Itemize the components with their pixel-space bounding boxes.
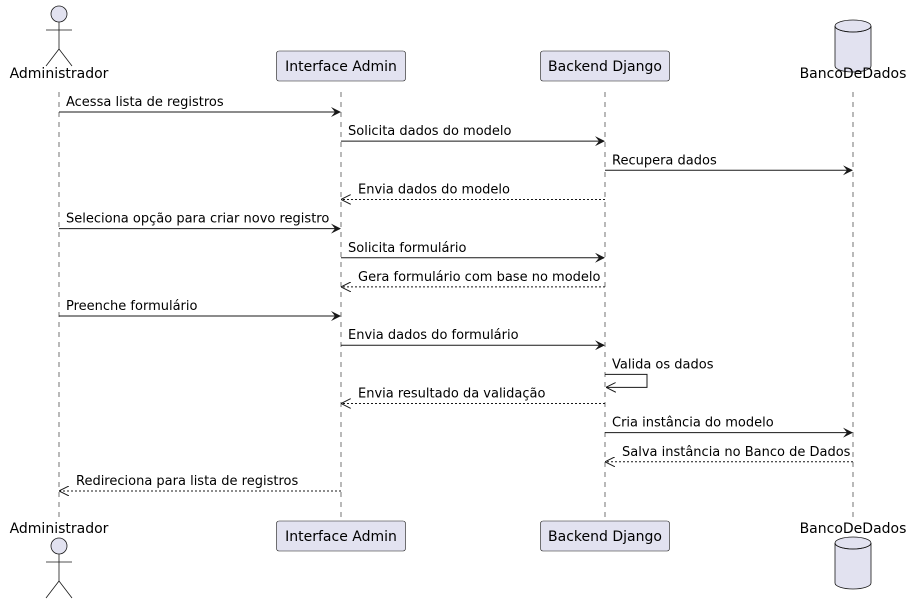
message-5: Seleciona opção para criar novo registro — [59, 212, 341, 234]
message-label: Envia resultado da validação — [358, 387, 546, 402]
participant-label: Backend Django — [548, 59, 662, 75]
message-label: Cria instância do modelo — [612, 416, 774, 431]
message-14: Redireciona para lista de registros — [60, 474, 341, 491]
message-label: Salva instância no Banco de Dados — [622, 445, 851, 460]
participant-interface-admin-bottom: Interface Admin — [276, 520, 406, 552]
message-label: Envia dados do modelo — [358, 182, 510, 197]
participant-backend-django-top: Backend Django — [540, 50, 670, 82]
message-label: Redireciona para lista de registros — [76, 474, 298, 489]
participant-box — [276, 50, 406, 82]
message-label: Envia dados do formulário — [348, 328, 519, 343]
participant-label: Administrador — [10, 66, 109, 82]
actor-icon — [45, 5, 73, 67]
participant-backend-django-bottom: Backend Django — [540, 520, 670, 552]
message-6: Solicita formulário — [341, 241, 605, 263]
actor-icon — [45, 537, 73, 599]
participant-label: Interface Admin — [285, 529, 397, 545]
participant-bancodedados-bottom: BancoDeDados — [800, 521, 907, 590]
participant-label: Backend Django — [548, 529, 662, 545]
message-7: Gera formulário com base no modelo — [342, 270, 605, 287]
participant-administrador-bottom: Administrador — [10, 521, 109, 599]
database-icon — [834, 19, 872, 73]
participant-administrador-top: Administrador — [10, 5, 109, 82]
message-label: Valida os dados — [612, 357, 714, 372]
message-label: Recupera dados — [612, 153, 717, 168]
message-label: Solicita dados do modelo — [348, 124, 512, 139]
message-8: Preenche formulário — [59, 299, 341, 322]
message-12: Cria instância do modelo — [605, 416, 853, 438]
message-label: Seleciona opção para criar novo registro — [66, 212, 329, 227]
participant-label: BancoDeDados — [800, 66, 907, 82]
message-9: Envia dados do formulário — [341, 328, 605, 351]
database-icon — [834, 536, 872, 590]
message-label: Gera formulário com base no modelo — [358, 270, 601, 285]
message-1: Acessa lista de registros — [59, 95, 341, 117]
message-arrow — [605, 373, 648, 387]
message-3: Recupera dados — [605, 153, 853, 176]
message-label: Acessa lista de registros — [66, 95, 224, 110]
participant-box — [540, 50, 670, 82]
participant-bancodedados-top: BancoDeDados — [800, 19, 907, 82]
message-10: Valida os dados — [605, 357, 714, 387]
message-4: Envia dados do modelo — [342, 182, 605, 199]
message-2: Solicita dados do modelo — [341, 124, 605, 147]
participant-box — [276, 520, 406, 552]
participant-box — [540, 520, 670, 552]
participant-label: BancoDeDados — [800, 521, 907, 537]
message-label: Preenche formulário — [66, 299, 198, 314]
participant-interface-admin-top: Interface Admin — [276, 50, 406, 82]
participant-label: Administrador — [10, 521, 109, 537]
message-label: Solicita formulário — [348, 241, 466, 256]
message-13: Salva instância no Banco de Dados — [606, 445, 853, 462]
message-11: Envia resultado da validação — [342, 387, 605, 404]
participant-label: Interface Admin — [285, 59, 397, 75]
